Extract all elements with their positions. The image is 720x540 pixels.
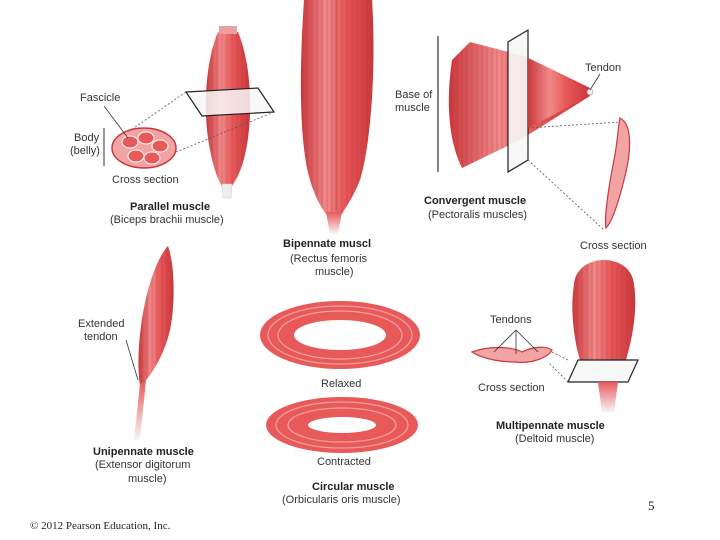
parallel-belly-label: (belly) [70, 145, 100, 157]
unipennate-muscle-group [125, 246, 174, 440]
bipennate-tendon [326, 212, 342, 234]
convergent-cross-section [604, 117, 631, 230]
bipennate-example-2: muscle) [315, 266, 354, 278]
unipennate-title: Unipennate muscle [93, 446, 194, 458]
unipennate-extended-label-1: Extended [78, 318, 125, 330]
multipennate-tendon [598, 382, 618, 412]
convergent-example: (Pectoralis muscles) [428, 209, 528, 221]
convergent-section-plane [507, 28, 529, 174]
unipennate-example-1: (Extensor digitorum [95, 459, 191, 471]
convergent-tendon-tip [586, 88, 594, 96]
multipennate-tendons-label: Tendons [490, 314, 532, 326]
parallel-title: Parallel muscle [130, 201, 211, 213]
parallel-muscle-group [103, 26, 276, 199]
parallel-tendon-bottom [221, 183, 233, 199]
multipennate-example: (Deltoid muscle) [515, 433, 595, 445]
unipennate-example-2: muscle) [128, 473, 167, 485]
circular-muscle-group [260, 301, 420, 453]
parallel-body-label: Body [74, 132, 100, 144]
bipennate-example-1: (Rectus femoris [290, 253, 368, 265]
circular-contracted-label: Contracted [317, 456, 371, 468]
circular-relaxed-label: Relaxed [321, 378, 362, 390]
page-number: 5 [648, 498, 655, 513]
bipennate-muscle-group [300, 0, 374, 234]
multipennate-cross-section [470, 346, 553, 363]
multipennate-title: Multipennate muscle [496, 420, 605, 432]
convergent-base-label-1: Base of [395, 89, 433, 101]
copyright-notice: © 2012 Pearson Education, Inc. [30, 520, 171, 532]
bipennate-title: Bipennate muscl [283, 238, 372, 250]
multipennate-section-plane [567, 359, 639, 383]
convergent-cross-section-label: Cross section [580, 240, 647, 252]
circular-example: (Orbicularis oris muscle) [282, 494, 401, 506]
parallel-tendon-top [219, 26, 237, 34]
convergent-muscle-group [437, 28, 631, 231]
convergent-title: Convergent muscle [424, 195, 527, 207]
multipennate-muscle-group [470, 260, 639, 412]
parallel-fascicle-label: Fascicle [80, 92, 121, 104]
unipennate-extended-label-2: tendon [84, 331, 118, 343]
parallel-example: (Biceps brachii muscle) [110, 214, 224, 226]
parallel-section-plane [184, 87, 276, 117]
unipennate-tendon [134, 380, 146, 440]
convergent-tendon-label: Tendon [585, 62, 622, 74]
convergent-base-label-2: muscle [395, 102, 430, 114]
parallel-cross-section-label: Cross section [112, 174, 179, 186]
multipennate-cross-section-label: Cross section [478, 382, 545, 394]
circular-title: Circular muscle [312, 481, 395, 493]
